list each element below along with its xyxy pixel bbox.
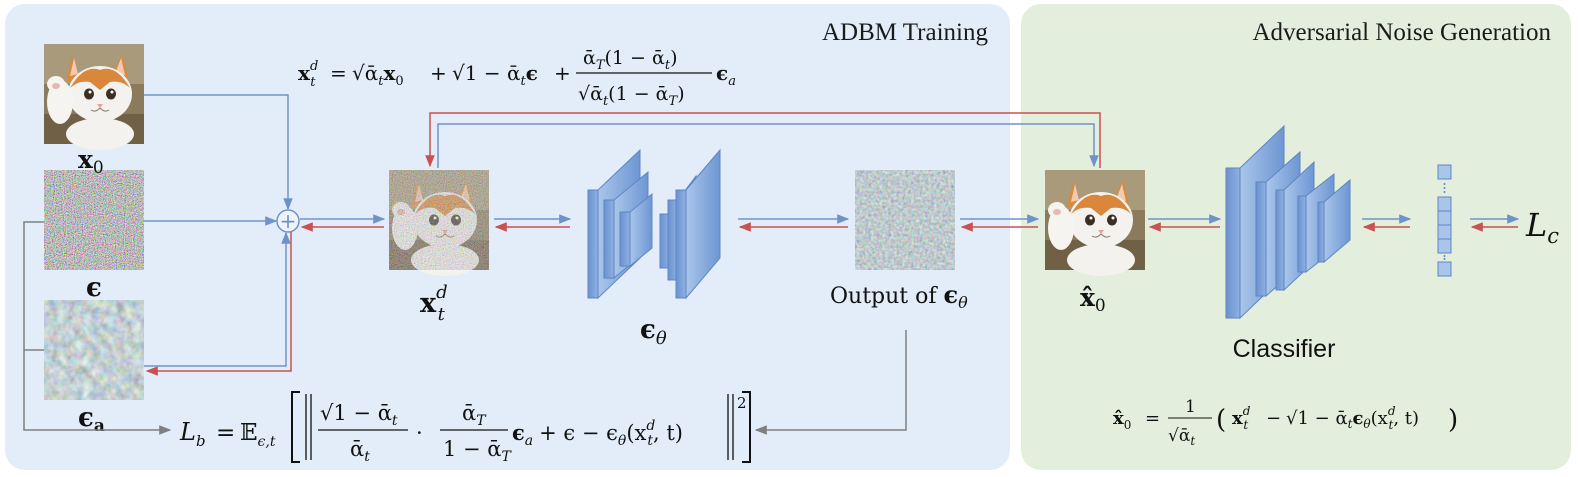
svg-text:√ᾱtx0: √ᾱtx0 [352, 61, 404, 89]
x0hat-to-xtd-top-red-arrow [425, 112, 1101, 168]
svg-text:2: 2 [737, 394, 747, 412]
svg-text:=: = [330, 61, 347, 85]
output-to-lb-arrow [754, 330, 907, 435]
eps-a-label: ϵa [78, 403, 105, 436]
output-vector [1437, 164, 1452, 277]
svg-text:(: ( [1216, 405, 1226, 435]
xtd-image [388, 169, 490, 277]
svg-text:√ᾱt: √ᾱt [1168, 426, 1195, 448]
lb-equation: Lb = 𝔼ϵ,t √1 − ᾱt ᾱt · ᾱT 1 − ᾱT ϵa+ ϵ −… [179, 391, 751, 465]
output-image [855, 170, 955, 270]
sum-plus: + [280, 209, 297, 233]
eps-theta-label: ϵθ [640, 315, 667, 349]
svg-text:ᾱt: ᾱt [350, 437, 370, 465]
svg-text:1 − ᾱT: 1 − ᾱT [443, 437, 513, 465]
x0hat-label: x̂0 [1080, 283, 1106, 316]
training-title: ADBM Training [822, 19, 989, 46]
svg-text:√1 − ᾱt: √1 − ᾱt [320, 401, 398, 429]
x0hat-image [1044, 169, 1146, 277]
svg-text:=: = [1145, 408, 1160, 429]
svg-text:𝔼ϵ,t: 𝔼ϵ,t [240, 420, 276, 450]
classifier-label: Classifier [1233, 335, 1336, 363]
xtd-to-x0hat-top-arrow [437, 123, 1099, 168]
svg-text:1: 1 [1185, 397, 1196, 417]
adversarial-noise-image [44, 300, 144, 400]
svg-text:xdt: xdt [1232, 404, 1251, 432]
output-label: Output of ϵθ [830, 280, 968, 312]
x0-label: x0 [78, 145, 104, 178]
training-panel [5, 4, 1010, 470]
svg-text:+: + [430, 61, 447, 85]
epsa-to-sum-blue-arrow [144, 231, 291, 367]
svg-text:ᾱT(1 − ᾱt): ᾱT(1 − ᾱt) [583, 47, 678, 73]
svg-text:ᾱT: ᾱT [462, 401, 487, 429]
svg-text:xdt: xdt [298, 59, 318, 90]
eps-theta-network [587, 148, 721, 300]
svg-text:√ᾱt(1 − ᾱT): √ᾱt(1 − ᾱT) [578, 83, 685, 109]
vector-ellipsis-dots [1443, 183, 1446, 260]
lc-label: Lc [1525, 206, 1559, 248]
classifier-network [1225, 124, 1351, 320]
noise-image [44, 170, 144, 270]
svg-text:x̂0: x̂0 [1113, 408, 1131, 432]
svg-text:): ) [1448, 405, 1458, 435]
generation-title: Adversarial Noise Generation [1253, 19, 1552, 46]
svg-text:ϵa: ϵa [716, 61, 736, 89]
eps-to-lb-arrow [23, 221, 172, 435]
eps-label: ϵ [86, 273, 102, 303]
svg-text:−: − [1266, 408, 1281, 429]
svg-text:ϵa+ ϵ − ϵθ(xdt, t): ϵa+ ϵ − ϵθ(xdt, t) [512, 418, 683, 449]
svg-text:√1 − ᾱtϵθ(xdt, t): √1 − ᾱtϵθ(xdt, t) [1286, 404, 1419, 432]
svg-text:√1 − ᾱtϵ: √1 − ᾱtϵ [452, 61, 538, 89]
svg-text:=: = [216, 420, 235, 446]
sum-to-epsa-red-arrow [145, 232, 292, 376]
x0-to-sum-arrow [144, 94, 293, 211]
svg-text:Lb: Lb [179, 418, 206, 450]
svg-text:+: + [554, 61, 571, 85]
svg-text:·: · [416, 421, 423, 445]
x0-image [43, 43, 145, 151]
